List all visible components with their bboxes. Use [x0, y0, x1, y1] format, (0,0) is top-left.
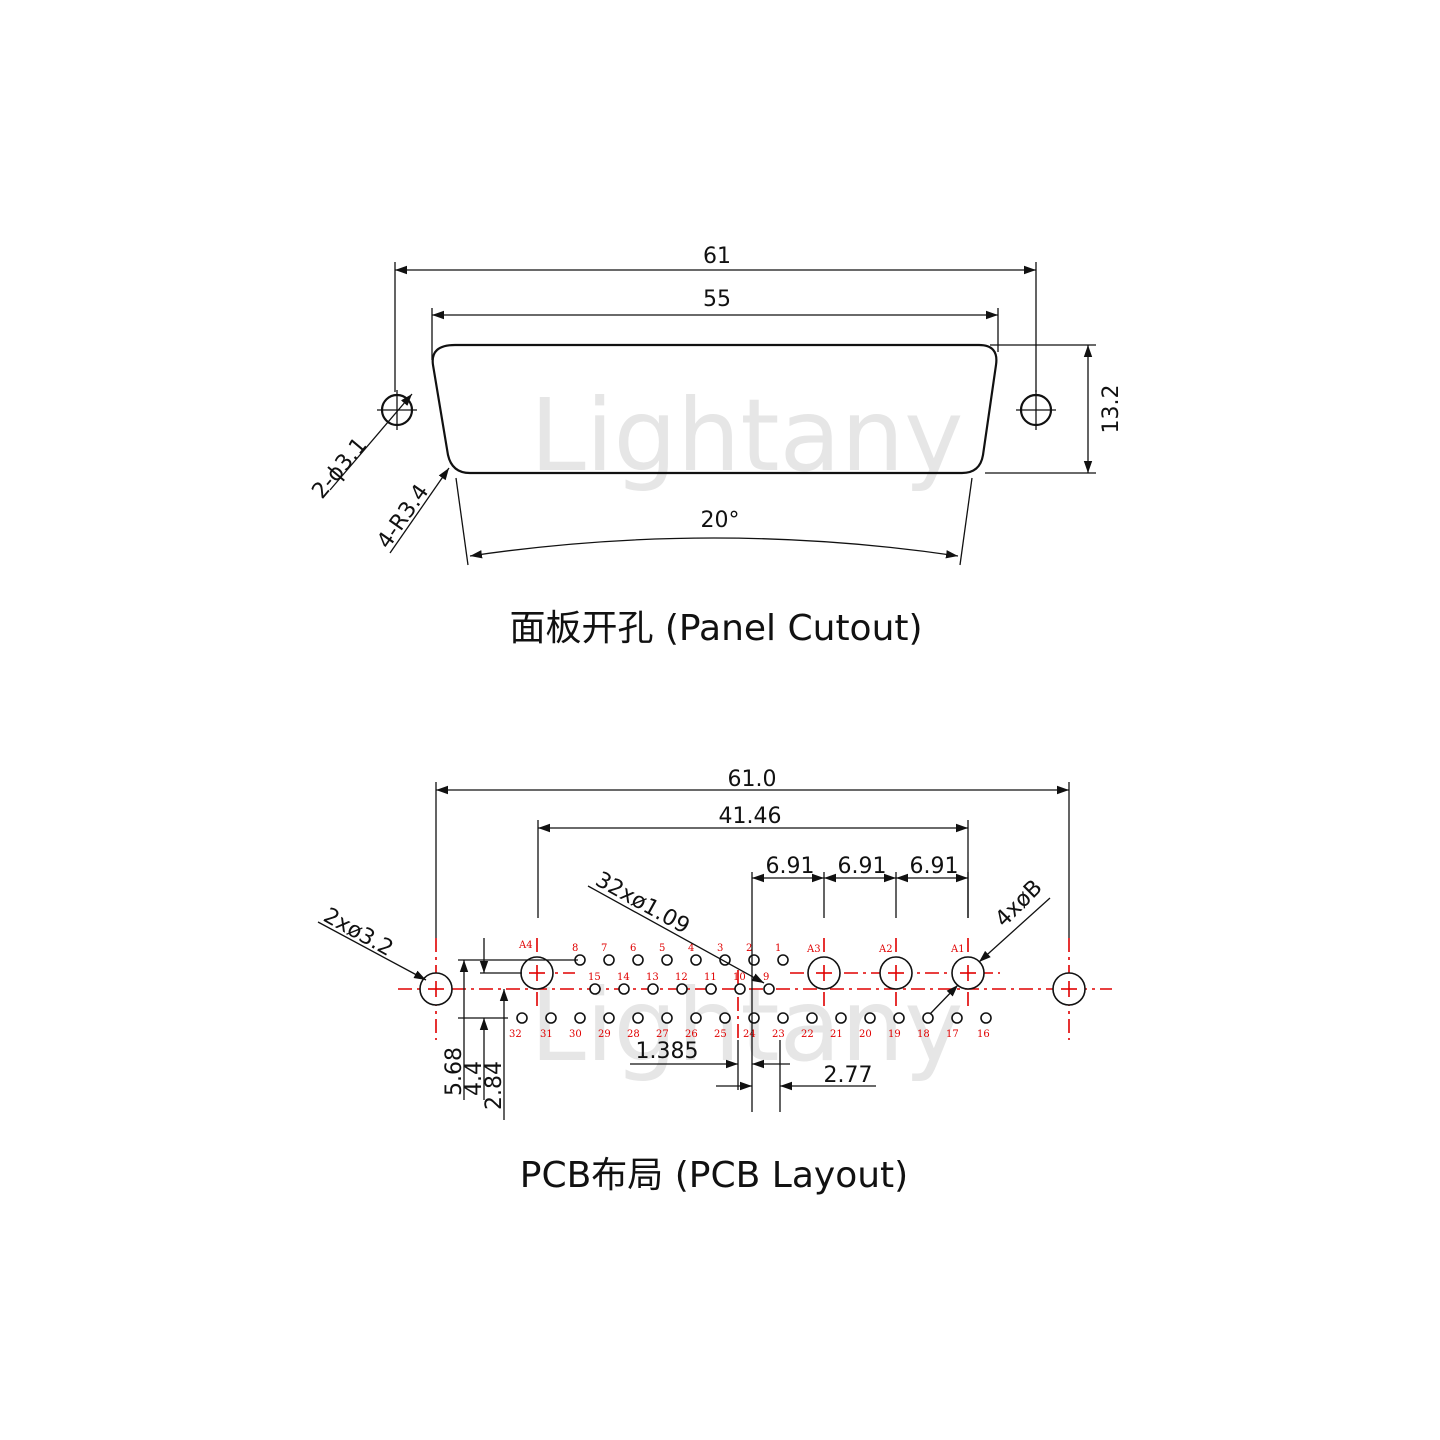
- pin-label: 8: [572, 943, 578, 954]
- pin-hole: [661, 954, 673, 966]
- pin-hole: [806, 1012, 818, 1024]
- pin-label: 22: [801, 1029, 814, 1040]
- pin-label: 10: [733, 972, 746, 983]
- pin-label: 17: [946, 1029, 959, 1040]
- pcb-dim-overall: 61.0: [728, 767, 777, 792]
- pin-hole: [676, 983, 688, 995]
- pin-hole: [719, 1012, 731, 1024]
- panel-dim-window: 55: [703, 287, 731, 312]
- coax-label-a4: A4: [518, 940, 533, 951]
- pcb-layout-view: A4 A3 A2 A1 8 7 6 5 4 3 2 1: [317, 767, 1112, 1196]
- pin-hole: [748, 1012, 760, 1024]
- pin-row-1: 8 7 6 5 4 3 2 1: [572, 943, 789, 966]
- coax-label-a1: A1: [950, 944, 965, 955]
- pin-label: 19: [888, 1029, 901, 1040]
- pin-label: 32: [509, 1029, 522, 1040]
- pin-hole: [603, 1012, 615, 1024]
- pcb-dim-vertical-1: 5.68: [442, 1047, 467, 1096]
- pin-label: 7: [601, 943, 607, 954]
- panel-dim-overall: 61: [703, 244, 731, 269]
- pin-label: 12: [675, 972, 688, 983]
- coax-label-a3: A3: [806, 944, 821, 955]
- pin-hole: [516, 1012, 528, 1024]
- pin-hole: [589, 983, 601, 995]
- panel-cutout-caption: 面板开孔 (Panel Cutout): [509, 608, 922, 649]
- pin-label: 23: [772, 1029, 785, 1040]
- pin-label: 13: [646, 972, 659, 983]
- pin-label: 14: [617, 972, 630, 983]
- pin-label: 15: [588, 972, 601, 983]
- pin-label: 6: [630, 943, 636, 954]
- pin-hole: [603, 954, 615, 966]
- pin-hole: [632, 1012, 644, 1024]
- pcb-dim-coax-pitch-1: 6.91: [766, 854, 815, 879]
- panel-dim-angle: 20°: [701, 508, 740, 533]
- panel-dim-angle-arc: [469, 537, 959, 559]
- pin-label: 20: [859, 1029, 872, 1040]
- pin-hole: [618, 983, 630, 995]
- panel-cutout-outline: [431, 343, 998, 475]
- pin-hole: [835, 1012, 847, 1024]
- panel-mount-hole-right: [1016, 390, 1056, 430]
- pin-hole: [705, 983, 717, 995]
- pin-hole: [545, 1012, 557, 1024]
- pin-hole: [951, 1012, 963, 1024]
- pin-hole: [864, 1012, 876, 1024]
- pcb-dim-coax-span: 41.46: [719, 804, 782, 829]
- pin-hole: [893, 1012, 905, 1024]
- pin-label: 26: [685, 1029, 698, 1040]
- pin-label: 30: [569, 1029, 582, 1040]
- pin-hole: [690, 1012, 702, 1024]
- pin-label: 18: [917, 1029, 930, 1040]
- panel-mount-hole-left: [377, 390, 417, 430]
- pin-label: 2: [746, 943, 752, 954]
- pin-label: 25: [714, 1029, 727, 1040]
- pin-hole: [763, 983, 775, 995]
- pcb-dim-coax-pitch-3: 6.91: [910, 854, 959, 879]
- pin-label: 9: [763, 972, 769, 983]
- pin-label: 29: [598, 1029, 611, 1040]
- pin-label: 4: [688, 943, 694, 954]
- pin-hole: [574, 1012, 586, 1024]
- pin-hole: [748, 954, 760, 966]
- pin-hole: [777, 954, 789, 966]
- watermark-top: Lightany: [530, 377, 963, 494]
- pin-label: 11: [704, 972, 717, 983]
- pcb-dim-coax-pitch-2: 6.91: [838, 854, 887, 879]
- pcb-dim-mount-holes: 2xø3.2: [319, 903, 397, 961]
- pin-hole: [922, 1012, 934, 1024]
- pin-label: 5: [659, 943, 665, 954]
- pcb-layout-caption: PCB布局 (PCB Layout): [520, 1155, 908, 1196]
- pin-hole: [632, 954, 644, 966]
- pcb-dim-vertical-2: 4.4: [462, 1061, 487, 1096]
- pin-row-3: 32 31 30 29 28 27 26 25 24 23 22 21 20 1…: [509, 1012, 992, 1040]
- pin-label: 1: [775, 943, 781, 954]
- pin-label: 31: [540, 1029, 553, 1040]
- coax-label-a2: A2: [878, 944, 893, 955]
- pin-hole: [980, 1012, 992, 1024]
- pcb-dim-vertical-3: 2.84: [482, 1061, 507, 1110]
- pcb-dim-coax-holes: 4xøB: [991, 875, 1048, 932]
- pcb-dim-signal-holes: 32xø1.09: [591, 867, 694, 939]
- pin-hole: [690, 954, 702, 966]
- pin-label: 27: [656, 1029, 669, 1040]
- pin-label: 24: [743, 1029, 756, 1040]
- pin-row-2: 15 14 13 12 11 10 9: [588, 972, 775, 995]
- pin-label: 28: [627, 1029, 640, 1040]
- pcb-dim-pin-pitch: 2.77: [824, 1063, 873, 1088]
- pin-hole: [777, 1012, 789, 1024]
- pin-label: 16: [977, 1029, 990, 1040]
- pin-hole: [647, 983, 659, 995]
- pcb-dim-row-offset: 1.385: [636, 1039, 699, 1064]
- pin-label: 3: [717, 943, 723, 954]
- pin-label: 21: [830, 1029, 843, 1040]
- panel-dim-height: 13.2: [1099, 385, 1124, 434]
- pin-hole: [661, 1012, 673, 1024]
- panel-dim-radius: 4-R3.4: [372, 480, 434, 553]
- panel-dim-holes: 2-ϕ3.1: [307, 433, 372, 504]
- pin-hole: [734, 983, 746, 995]
